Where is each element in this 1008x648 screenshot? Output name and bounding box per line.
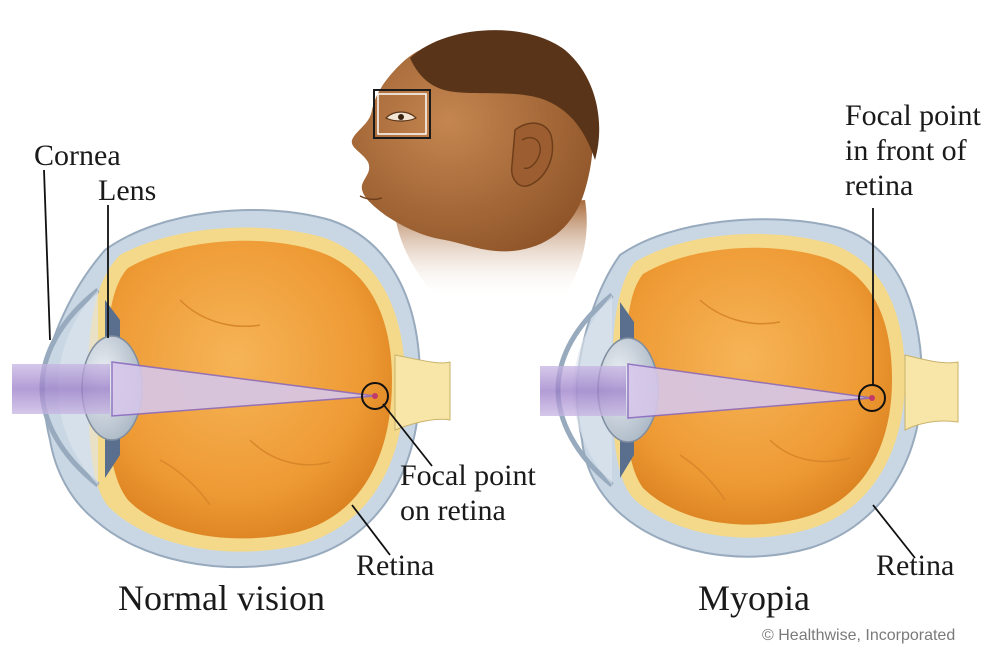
myopia-eye bbox=[540, 219, 958, 556]
label-myopia: Myopia bbox=[698, 578, 810, 618]
label-lens: Lens bbox=[98, 174, 156, 207]
label-focal-front-1: Focal point bbox=[845, 99, 981, 132]
label-cornea: Cornea bbox=[34, 139, 121, 172]
light-beam-in bbox=[540, 366, 626, 416]
head-illustration bbox=[352, 30, 599, 300]
optic-nerve bbox=[395, 355, 450, 430]
cornea-leader bbox=[44, 170, 50, 340]
label-normal-vision: Normal vision bbox=[118, 578, 325, 618]
label-focal-front-3: retina bbox=[845, 169, 913, 202]
label-focal-front-2: in front of bbox=[845, 134, 967, 167]
light-beam-in bbox=[12, 364, 110, 414]
copyright: © Healthwise, Incorporated bbox=[762, 627, 955, 644]
label-focal-on-retina-2: on retina bbox=[400, 494, 506, 527]
optic-nerve bbox=[905, 355, 958, 430]
normal-eye bbox=[12, 210, 450, 567]
label-retina-right: Retina bbox=[876, 549, 954, 582]
label-focal-on-retina-1: Focal point bbox=[400, 459, 536, 492]
label-retina-left: Retina bbox=[356, 549, 434, 582]
